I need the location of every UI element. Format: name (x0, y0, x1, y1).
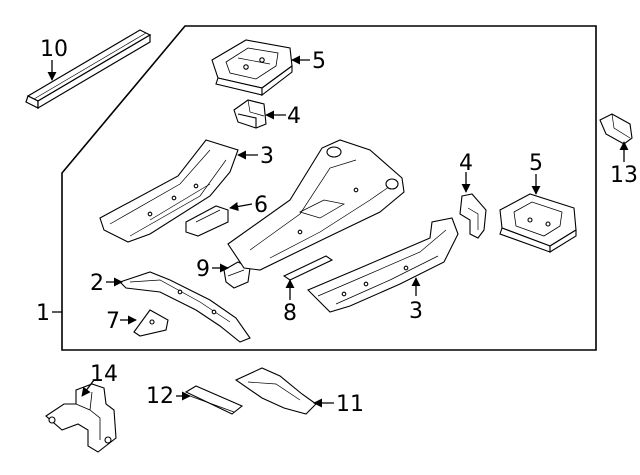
part-14-bracket (45, 383, 117, 453)
callout-4b: 4 (459, 151, 473, 176)
part-8-strip (282, 255, 334, 281)
callout-10: 10 (40, 37, 68, 62)
callout-6: 6 (254, 193, 268, 218)
callout-13: 13 (610, 163, 638, 188)
callout-3a: 3 (260, 144, 274, 169)
callout-9: 9 (196, 257, 210, 282)
part-2-side-member (118, 271, 251, 343)
callout-14: 14 (90, 362, 118, 387)
callout-5b: 5 (529, 151, 543, 176)
part-10-rail (25, 29, 152, 110)
callout-labels: 1 2 3 3 4 4 5 5 6 7 8 9 10 11 12 13 14 (36, 37, 638, 417)
callout-1: 1 (36, 301, 50, 326)
callout-4a: 4 (287, 104, 301, 129)
callout-12: 12 (146, 384, 174, 409)
callout-11: 11 (336, 392, 364, 417)
part-7-plate (133, 309, 169, 337)
callout-2: 2 (90, 271, 104, 296)
center-floor-panel (227, 139, 405, 271)
part-3-floor-pan-left (99, 139, 239, 243)
callout-3b: 3 (409, 299, 423, 324)
leader-lines (47, 55, 629, 408)
part-12-strip (184, 385, 244, 415)
callout-8: 8 (283, 301, 297, 326)
part-5-bracket-right (499, 193, 577, 253)
part-13-block (599, 113, 633, 145)
callout-5a: 5 (312, 49, 326, 74)
part-11-reinforcement (234, 367, 317, 415)
part-9-clip (223, 261, 251, 289)
part-4-bracket-upper (233, 99, 267, 129)
callout-7: 7 (106, 309, 120, 334)
assembly-frame (61, 25, 597, 351)
part-4-bracket-right (459, 193, 487, 239)
part-5-bracket-upper (211, 39, 293, 97)
part-3-floor-pan-right (307, 217, 459, 313)
part-6-bracket (185, 205, 229, 237)
